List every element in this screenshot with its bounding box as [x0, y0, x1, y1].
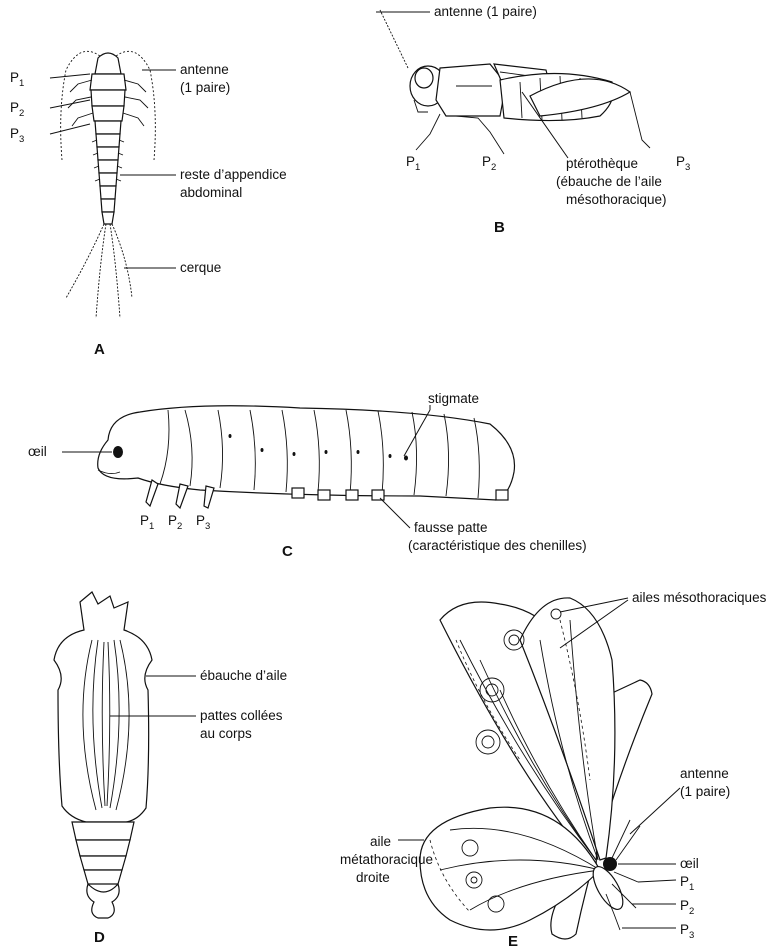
panel-e-aile-label: aile: [370, 834, 391, 849]
panel-b-letter: B: [494, 219, 505, 236]
panel-b-leg-label-3: P3: [676, 154, 690, 173]
panel-d-letter: D: [94, 929, 105, 946]
panel-e-antenna-label: antenne: [680, 766, 729, 781]
panel-b-leg-label-1: P1: [406, 154, 420, 173]
panel-e-oeil-label: œil: [680, 856, 699, 871]
panel-d-figure: [54, 592, 196, 918]
panel-c-leg-label-3: P3: [196, 513, 210, 532]
panel-b-pterotheque-label-3: mésothoracique): [566, 192, 667, 207]
panel-e-figure: [398, 598, 680, 939]
panel-e-letter: E: [508, 933, 518, 948]
panel-a-leg-label-1: P1: [10, 70, 24, 89]
panel-b-leg-label-2: P2: [482, 154, 496, 173]
panel-b-antenna-label: antenne (1 paire): [434, 4, 537, 19]
panel-d-ebauche-label: ébauche d’aile: [200, 668, 287, 683]
panel-a-leg-label-2: P2: [10, 100, 24, 119]
panel-c-fausse-label: fausse patte: [414, 520, 488, 535]
panel-c-stigmate-label: stigmate: [428, 391, 479, 406]
panel-e-antenna-label-2: (1 paire): [680, 784, 730, 799]
panel-e-aile-label-2: métathoracique: [340, 852, 433, 867]
panel-e-leg-label-3: P3: [680, 922, 694, 941]
panel-a-appendix-label: reste d’appendice: [180, 167, 287, 182]
panel-c-letter: C: [282, 543, 293, 560]
panel-a-antenna-label-2: (1 paire): [180, 80, 230, 95]
panel-c-leg-label-2: P2: [168, 513, 182, 532]
panel-a-letter: A: [94, 341, 105, 358]
panel-e-leg-label-2: P2: [680, 898, 694, 917]
panel-e-leg-label-1: P1: [680, 874, 694, 893]
panel-c-leg-label-1: P1: [140, 513, 154, 532]
panel-a-figure: [50, 51, 176, 318]
panel-d-pattes-label-2: au corps: [200, 726, 252, 741]
panel-c-fausse-label-2: (caractéristique des chenilles): [408, 538, 587, 553]
panel-e-ailes-meso-label: ailes mésothoraciques: [632, 590, 767, 605]
panel-a-cerque-label: cerque: [180, 260, 221, 275]
panel-e-aile-label-3: droite: [356, 870, 390, 885]
panel-c-oeil-label: œil: [28, 444, 47, 459]
panel-b-pterotheque-label-2: (ébauche de l’aile: [556, 174, 662, 189]
panel-a-appendix-label-2: abdominal: [180, 185, 242, 200]
panel-d-pattes-label: pattes collées: [200, 708, 283, 723]
panel-b-figure: [376, 10, 650, 158]
panel-b-pterotheque-label: ptérothèque: [566, 156, 638, 171]
panel-c-figure: [62, 405, 515, 528]
panel-a-leg-label-3: P3: [10, 126, 24, 145]
panel-a-antenna-label: antenne: [180, 62, 229, 77]
